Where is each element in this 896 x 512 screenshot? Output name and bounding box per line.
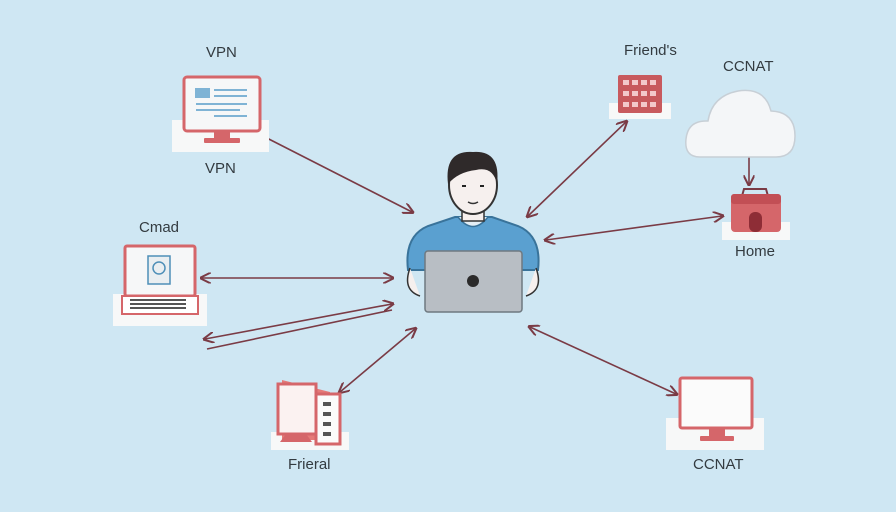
desktop-tower-icon	[271, 380, 349, 450]
arrow-friends	[528, 122, 626, 216]
label-ccnat-top: CCNAT	[723, 58, 774, 75]
arrow-frieral	[340, 329, 415, 392]
label-friends: Friend's	[624, 42, 677, 59]
monitor-icon	[666, 376, 764, 450]
server-rack-icon	[609, 75, 671, 119]
monitor-icon	[172, 75, 269, 152]
arrow-cmad-lower-1	[205, 304, 392, 339]
label-vpn-top: VPN	[206, 44, 237, 61]
cloud-icon	[685, 89, 796, 158]
label-vpn-bottom: VPN	[205, 160, 236, 177]
label-cmad: Cmad	[139, 219, 180, 236]
arrow-ccnat	[530, 327, 676, 394]
person-with-laptop-icon	[406, 151, 540, 313]
laptop-icon	[113, 244, 207, 326]
label-ccnat-bottom: CCNAT	[693, 456, 744, 473]
label-home: Home	[735, 243, 776, 260]
arrow-home	[546, 216, 722, 240]
home-briefcase-icon	[722, 188, 790, 240]
arrow-cmad-lower-2	[206, 309, 393, 350]
label-frieral: Frieral	[288, 456, 331, 473]
arrow-vpn	[257, 133, 412, 212]
